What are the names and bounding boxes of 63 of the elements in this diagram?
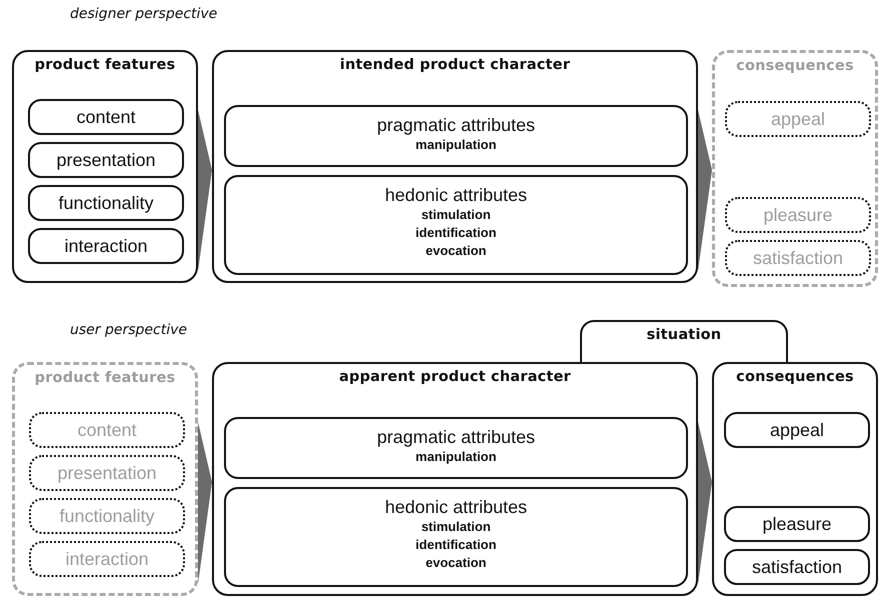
group-heading: intended product character (340, 57, 570, 73)
item-box (29, 412, 185, 448)
item-box (28, 228, 184, 264)
item-box (725, 240, 871, 276)
attribute-box (224, 417, 688, 479)
item-box (724, 506, 870, 542)
group-panel (212, 50, 698, 283)
attribute-detail: evocation (426, 554, 486, 572)
attribute-title: hedonic attributes (384, 185, 528, 206)
tab-box (580, 320, 788, 362)
item-label: functionality (59, 506, 155, 526)
attribute-detail: evocation (426, 242, 486, 260)
item-box (29, 455, 185, 491)
item-label: appeal (770, 108, 826, 130)
attribute-detail: stimulation (421, 206, 491, 224)
item-label: pleasure (763, 204, 833, 226)
group-heading: consequences (736, 58, 854, 74)
group-heading: apparent product character (339, 369, 571, 385)
item-label: pleasure (762, 514, 832, 534)
chevron-arrow (198, 422, 212, 584)
chevron-arrow (698, 422, 712, 584)
group-heading: product features (34, 57, 176, 73)
attribute-title: hedonic attributes (384, 497, 528, 518)
attribute-title: pragmatic attributes (376, 115, 536, 136)
perspective-label: user perspective (70, 322, 188, 338)
attribute-detail: manipulation (416, 136, 496, 154)
item-label: presentation (57, 462, 157, 484)
item-box (725, 197, 871, 233)
attribute-detail: stimulation (421, 518, 491, 536)
item-box (724, 549, 870, 585)
attribute-title: pragmatic attributes (376, 427, 536, 448)
group-panel (712, 362, 878, 596)
item-box (29, 498, 185, 534)
item-box (725, 101, 871, 137)
item-box (28, 142, 184, 178)
group-panel (12, 50, 198, 283)
attribute-box (224, 105, 688, 167)
item-label: functionality (58, 192, 154, 214)
perspective-label: designer perspective (70, 6, 218, 22)
group-panel (212, 362, 698, 596)
item-label: presentation (56, 150, 156, 170)
item-label: appeal (770, 420, 824, 440)
item-label: satisfaction (752, 556, 842, 578)
item-box (28, 99, 184, 135)
group-heading: consequences (736, 369, 854, 385)
item-box (29, 541, 185, 577)
item-label: satisfaction (752, 248, 844, 268)
attribute-box (224, 487, 688, 587)
group-panel (712, 50, 878, 287)
attribute-detail: identification (416, 224, 496, 242)
item-label: content (77, 420, 137, 440)
chevron-arrow (698, 110, 712, 271)
item-box (724, 412, 870, 448)
attribute-detail: manipulation (416, 448, 496, 466)
group-heading: situation (646, 327, 722, 343)
chevron-arrow (198, 110, 212, 271)
item-label: interaction (65, 548, 149, 570)
attribute-box (224, 175, 688, 275)
item-box (28, 185, 184, 221)
attribute-detail: identification (416, 536, 496, 554)
group-heading: product features (34, 370, 176, 386)
item-label: interaction (64, 236, 148, 256)
item-label: content (76, 106, 136, 128)
